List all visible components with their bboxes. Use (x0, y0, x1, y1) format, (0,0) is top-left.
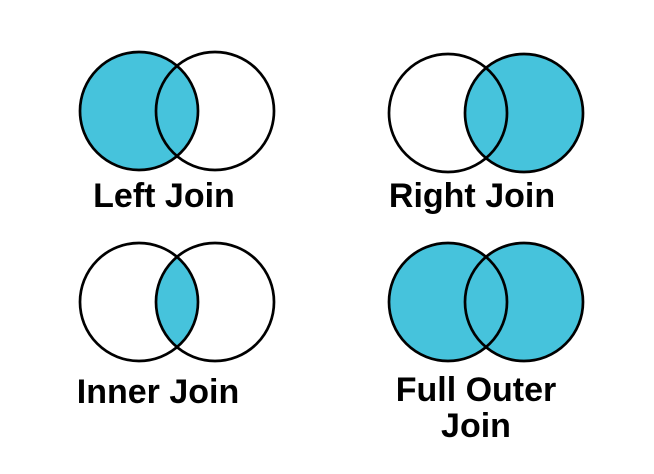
diagram-label-right-join: Right Join (388, 177, 556, 215)
right-circle-outline (463, 241, 585, 363)
intersection-lens-fill (465, 67, 507, 159)
diagram-label-inner-join: Inner Join (76, 373, 240, 411)
venn-diagram-inner-join (78, 241, 276, 363)
diagram-label-full-outer-join: Full Outer Join (395, 371, 557, 446)
intersection-lens-fill (156, 256, 198, 348)
left-circle-outline (78, 241, 200, 363)
right-circle-outline (154, 241, 276, 363)
left-circle-outline (387, 241, 509, 363)
venn-diagram-right-join (387, 52, 585, 174)
right-circle-outline (463, 52, 585, 174)
diagram-label-left-join: Left Join (93, 177, 235, 215)
venn-diagram-left-join (78, 50, 276, 172)
right-circle-outline (154, 50, 276, 172)
left-circle-outline (387, 52, 509, 174)
left-circle-outline (78, 50, 200, 172)
intersection-lens-fill (465, 256, 507, 348)
intersection-lens-fill (156, 65, 198, 157)
venn-diagram-full-outer-join (387, 241, 585, 363)
